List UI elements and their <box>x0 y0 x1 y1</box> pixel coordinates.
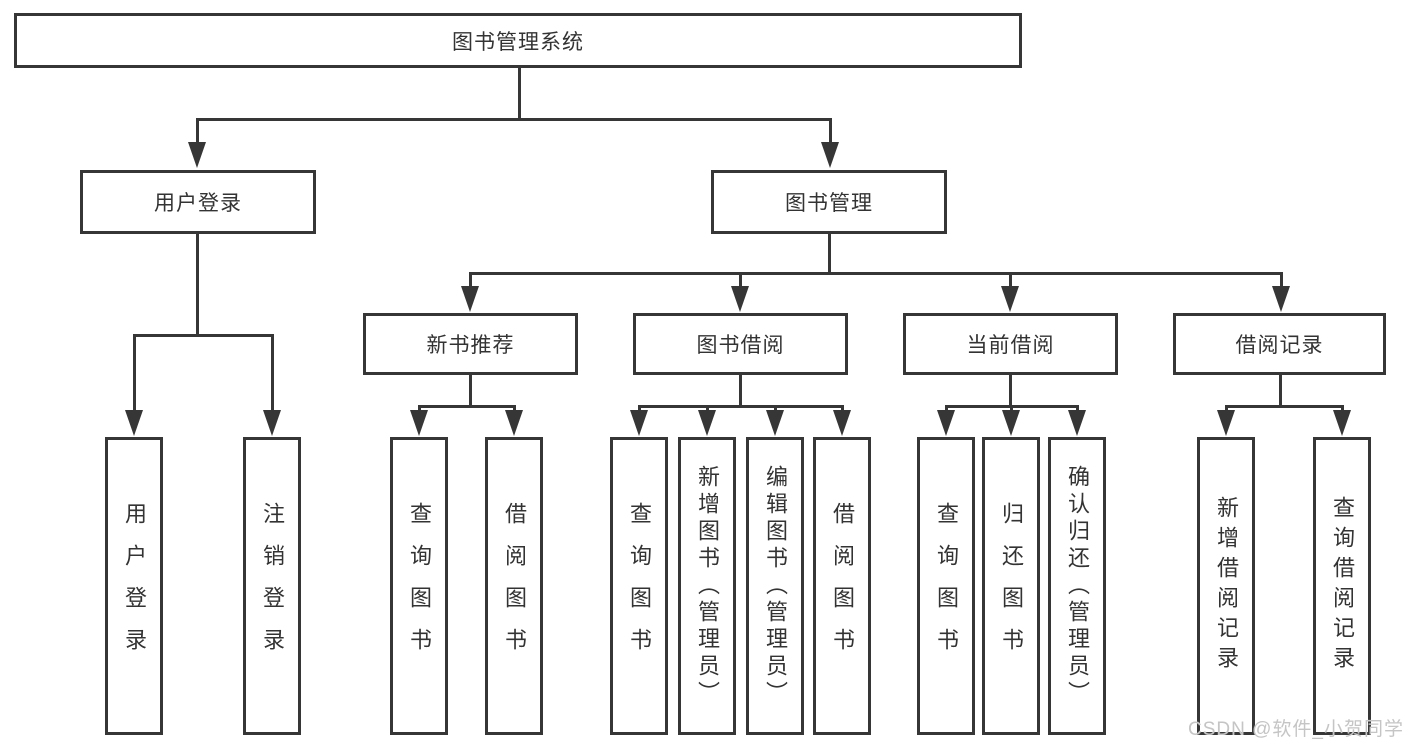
arrowhead-icon <box>188 142 206 168</box>
leaf-query-borrow-record: 查询借阅记录 <box>1313 437 1371 735</box>
connector-line <box>1279 375 1282 408</box>
arrowhead-icon <box>125 410 143 436</box>
connector-line <box>469 272 472 290</box>
connector-line <box>1225 405 1343 408</box>
leaf-label: 注销登录 <box>260 502 285 670</box>
connector-line <box>739 272 742 290</box>
connector-line <box>638 405 641 414</box>
arrowhead-icon <box>1272 286 1290 312</box>
connector-line <box>774 405 777 414</box>
connector-line <box>1010 405 1013 414</box>
leaf-label: 借阅图书 <box>830 502 855 670</box>
leaf-query-books: 查询图书 <box>917 437 975 735</box>
connector-line <box>469 375 472 408</box>
node-borrow-records: 借阅记录 <box>1173 313 1386 375</box>
leaf-return-books: 归还图书 <box>982 437 1040 735</box>
arrowhead-icon <box>821 142 839 168</box>
connector-line <box>469 272 1283 275</box>
connector-line <box>1280 272 1283 290</box>
connector-line <box>271 334 274 414</box>
connector-line <box>1225 405 1228 414</box>
leaf-label: 新增图书（管理员） <box>695 464 720 708</box>
leaf-query-books: 查询图书 <box>390 437 448 735</box>
connector-line <box>418 405 516 408</box>
connector-line <box>133 334 274 337</box>
leaf-label: 用户登录 <box>122 502 147 670</box>
arrowhead-icon <box>731 286 749 312</box>
arrowhead-icon <box>410 410 428 436</box>
arrowhead-icon <box>505 410 523 436</box>
connector-line <box>829 118 832 154</box>
connector-line <box>196 118 832 121</box>
arrowhead-icon <box>461 286 479 312</box>
connector-line <box>418 405 421 414</box>
leaf-borrow-books: 借阅图书 <box>813 437 871 735</box>
connector-line <box>1341 405 1344 414</box>
leaf-edit-books-admin: 编辑图书（管理员） <box>746 437 804 735</box>
arrowhead-icon <box>630 410 648 436</box>
leaf-label: 归还图书 <box>999 502 1024 670</box>
connector-line <box>841 405 844 414</box>
arrowhead-icon <box>1002 410 1020 436</box>
connector-line <box>1076 405 1079 414</box>
connector-line <box>196 234 199 337</box>
leaf-label: 编辑图书（管理员） <box>763 464 788 708</box>
leaf-label: 借阅图书 <box>502 502 527 670</box>
connector-line <box>1009 375 1012 408</box>
leaf-borrow-books: 借阅图书 <box>485 437 543 735</box>
leaf-logout: 注销登录 <box>243 437 301 735</box>
leaf-label: 查询图书 <box>627 502 652 670</box>
leaf-label: 查询图书 <box>934 502 959 670</box>
node-root: 图书管理系统 <box>14 13 1022 68</box>
connector-line <box>828 234 831 275</box>
connector-line <box>706 405 709 414</box>
node-new-book-recommend: 新书推荐 <box>363 313 578 375</box>
arrowhead-icon <box>263 410 281 436</box>
arrowhead-icon <box>1068 410 1086 436</box>
node-current-borrow: 当前借阅 <box>903 313 1118 375</box>
leaf-add-borrow-record: 新增借阅记录 <box>1197 437 1255 735</box>
csdn-watermark: CSDN @软件_小贺同学 <box>1188 719 1404 740</box>
node-user-login: 用户登录 <box>80 170 316 234</box>
leaf-label: 确认归还（管理员） <box>1065 464 1090 708</box>
arrowhead-icon <box>1333 410 1351 436</box>
connector-line <box>945 405 948 414</box>
connector-line <box>133 334 136 414</box>
leaf-confirm-return-admin: 确认归还（管理员） <box>1048 437 1106 735</box>
leaf-label: 新增借阅记录 <box>1214 496 1239 676</box>
arrowhead-icon <box>833 410 851 436</box>
leaf-query-books: 查询图书 <box>610 437 668 735</box>
arrowhead-icon <box>766 410 784 436</box>
leaf-add-books-admin: 新增图书（管理员） <box>678 437 736 735</box>
connector-line <box>739 375 742 408</box>
leaf-label: 查询借阅记录 <box>1330 496 1355 676</box>
arrowhead-icon <box>1217 410 1235 436</box>
connector-line <box>518 68 521 119</box>
connector-line <box>196 118 199 154</box>
arrowhead-icon <box>937 410 955 436</box>
connector-line <box>1009 272 1012 290</box>
arrowhead-icon <box>698 410 716 436</box>
node-book-borrow: 图书借阅 <box>633 313 848 375</box>
leaf-label: 查询图书 <box>407 502 432 670</box>
connector-line <box>513 405 516 414</box>
node-book-management: 图书管理 <box>711 170 947 234</box>
arrowhead-icon <box>1001 286 1019 312</box>
leaf-user-login: 用户登录 <box>105 437 163 735</box>
connector-line <box>638 405 844 408</box>
